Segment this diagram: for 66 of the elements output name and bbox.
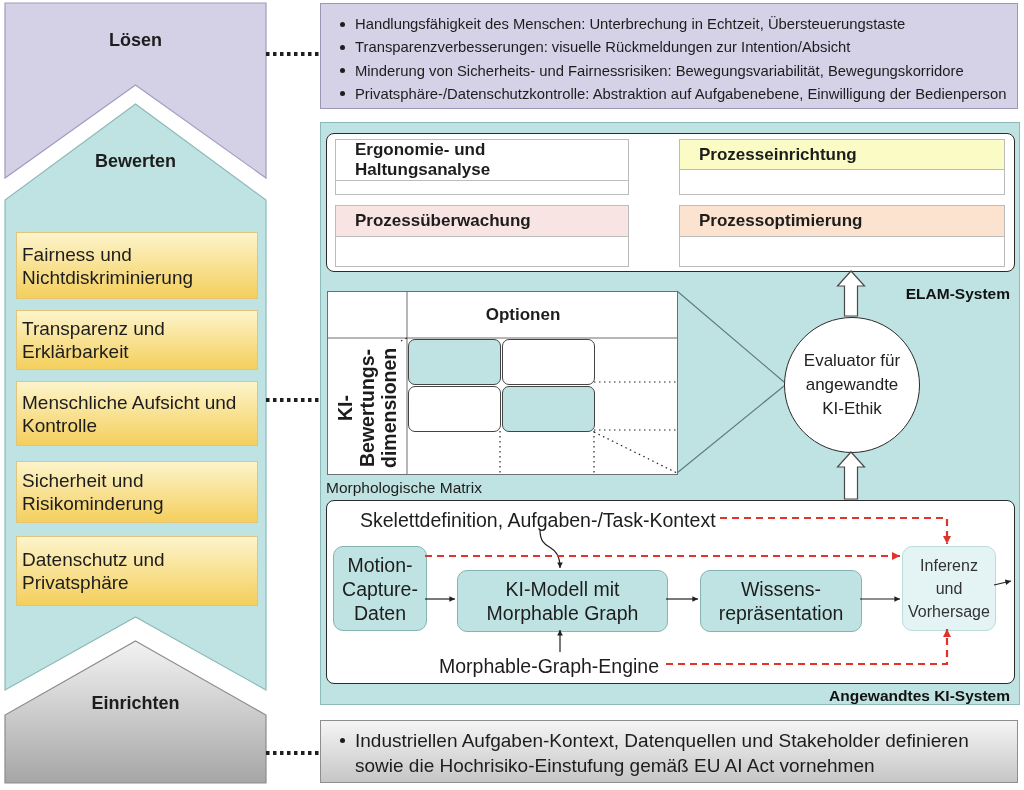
arrow [993,579,1012,586]
dotted-line [266,52,320,56]
criterion-box [16,310,258,370]
arrow [665,596,699,602]
process-label: Motion- Capture- Daten [341,552,419,625]
module-heading: Prozessoptimierung [680,206,1004,237]
process-box [333,546,427,631]
circle-label: Evaluator für angewandte KI-Ethik [802,350,902,420]
criterion-label: Transparenz und Erklärbarkeit [22,317,166,363]
block-arrow [836,451,866,500]
bullet-text: Transparenzverbesserungen: visuelle Rückmeldungen zur Intention/Absicht [355,38,851,58]
criterion-box [16,461,258,523]
arrow [859,596,901,602]
frame-title: ELAM-System [905,284,1010,303]
system-panel [320,122,1020,705]
system-frame [326,133,1015,272]
criterion-label: Menschliche Aufsicht und Kontrolle [22,390,238,437]
arrow [557,629,563,653]
module-card [335,139,629,195]
bullet-text: Minderung von Sicherheits- und Fairnessrisiken: Bewegungsvariabilität, Bewegungskorridore [355,61,964,81]
bullet-text: Industriellen Aufgaben-Kontext, Datenquellen und Stakeholder definieren sowie die Hochrisiko-Einstufung gemäß EU AI Act vornehmen [355,729,970,778]
criterion-box [16,536,258,606]
module-heading: Prozesseinrichtung [680,140,1004,170]
criterion-box [16,381,258,446]
phase-title: Bewerten [95,150,176,172]
dotted-line [266,751,320,755]
module-heading: Ergonomie- und Haltungsanalyse [336,140,628,181]
note-panel [320,720,1018,783]
system-frame [326,500,1015,684]
dashed-arrow [720,516,951,544]
process-label: Wissens- repräsentation [717,577,845,625]
process-box [700,570,862,632]
arrow [424,596,456,602]
criterion-box [16,232,258,299]
dotted-line [266,398,320,402]
dashed-arrow [666,629,951,666]
input-label: Skelettdefinition, Aufgaben-/Task-Kontext [360,508,716,532]
connector-line [676,290,785,474]
column-header: Optionen [485,304,561,325]
module-card [679,205,1005,267]
phase-chevron [5,104,266,690]
phase-chevron [5,3,266,178]
block-arrow [836,270,866,317]
criterion-label: Sicherheit und Risikominderung [22,469,165,515]
phase-title: Lösen [109,29,162,51]
process-box [902,546,996,631]
criterion-label: Datenschutz und Privatsphäre [22,548,166,594]
morphological-matrix [327,291,678,475]
phase-title: Einrichten [91,692,180,714]
arrow [539,529,563,569]
module-heading: Prozessüberwachung [336,206,628,237]
frame-title: Angewandtes KI-System [829,686,1010,705]
process-box [457,570,668,632]
process-label: Inferenz und Vorhersage [907,556,991,622]
module-card [335,205,629,267]
bullet-text: Privatsphäre-/Datenschutzkontrolle: Abstraktion auf Aufgabenebene, Einwilligung der Bedienperson [355,84,1007,104]
bullet-text: Handlungsfähigkeit des Menschen: Unterbrechung in Echtzeit, Übersteuerungstaste [355,15,906,34]
input-label: Morphable-Graph-Engine [439,654,660,678]
module-card [679,139,1005,195]
phase-chevron [5,641,266,783]
criterion-label: Fairness und Nichtdiskriminierung [22,242,195,289]
note-panel [320,3,1018,109]
row-header: KI- Bewertungs- dimensionen [334,346,400,471]
matrix-caption: Morphologische Matrix [326,478,482,497]
process-label: KI-Modell mit Morphable Graph [485,577,640,625]
dashed-arrow [425,552,900,560]
